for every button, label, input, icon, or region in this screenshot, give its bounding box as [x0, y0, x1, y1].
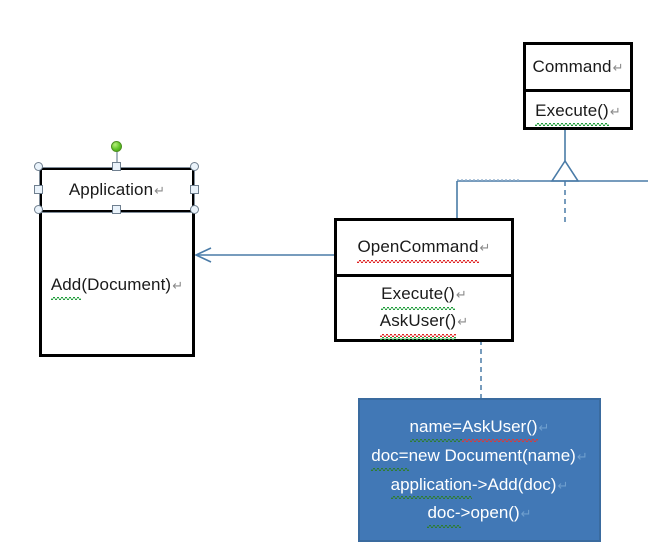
- class-box-application[interactable]: Application↵ Add(Document)↵: [39, 167, 195, 357]
- note-line: name=AskUser()↵: [409, 415, 550, 442]
- class-opencommand-operation-askuser: AskUser()↵: [379, 309, 469, 340]
- class-opencommand-name-section: OpenCommand↵: [337, 221, 511, 274]
- selection-handle-bottom-right[interactable]: [190, 205, 199, 214]
- association-arrowhead-icon: [194, 247, 212, 263]
- return-mark-icon: ↵: [520, 506, 532, 522]
- class-box-opencommand[interactable]: OpenCommand↵ Execute()↵ AskUser()↵: [334, 218, 514, 342]
- class-command-operation-execute: Execute()↵: [535, 99, 621, 126]
- note-line: doc->open()↵: [427, 501, 532, 528]
- note-line: doc=new Document(name)↵: [371, 444, 588, 471]
- connector-opencommand-to-application: [194, 247, 334, 263]
- selection-handle-bottom-left[interactable]: [34, 205, 43, 214]
- selection-handle-top-center[interactable]: [112, 162, 121, 171]
- return-mark-icon: ↵: [609, 103, 621, 119]
- return-mark-icon: ↵: [154, 182, 166, 198]
- note-line: application->Add(doc)↵: [390, 473, 569, 500]
- return-mark-icon: ↵: [576, 448, 588, 464]
- connector-generalization-to-command: [456, 129, 648, 226]
- class-command-operations-section: Execute()↵: [526, 89, 630, 130]
- class-box-command[interactable]: Command↵ Execute()↵: [523, 42, 633, 130]
- class-command-name-section: Command↵: [526, 45, 630, 89]
- return-mark-icon: ↵: [557, 477, 569, 493]
- note-shape-pseudocode[interactable]: name=AskUser()↵ doc=new Document(name)↵ …: [358, 398, 601, 542]
- class-command-name: Command↵: [532, 56, 624, 76]
- return-mark-icon: ↵: [538, 419, 550, 435]
- selection-handle-top-left[interactable]: [34, 162, 43, 171]
- return-mark-icon: ↵: [612, 59, 624, 75]
- class-application-name-section: Application↵: [42, 170, 192, 210]
- return-mark-icon: ↵: [479, 240, 491, 256]
- return-mark-icon: ↵: [172, 277, 184, 293]
- selection-handle-middle-right[interactable]: [190, 185, 199, 194]
- class-opencommand-operation-execute: Execute()↵: [381, 282, 467, 310]
- class-application-name: Application↵: [68, 179, 166, 199]
- class-opencommand-operations-section: Execute()↵ AskUser()↵: [337, 274, 511, 340]
- class-opencommand-name: OpenCommand↵: [357, 235, 491, 263]
- hollow-triangle-icon: [550, 159, 580, 182]
- return-mark-icon: ↵: [455, 287, 467, 303]
- rotation-handle[interactable]: [111, 141, 122, 152]
- selection-handle-middle-left[interactable]: [34, 185, 43, 194]
- class-application-operation-add: Add(Document)↵: [50, 273, 184, 300]
- selection-handle-bottom-center[interactable]: [112, 205, 121, 214]
- selection-handle-top-right[interactable]: [190, 162, 199, 171]
- rotation-handle-stem: [116, 151, 118, 167]
- class-application-operations-section: Add(Document)↵: [42, 210, 192, 357]
- return-mark-icon: ↵: [457, 314, 469, 329]
